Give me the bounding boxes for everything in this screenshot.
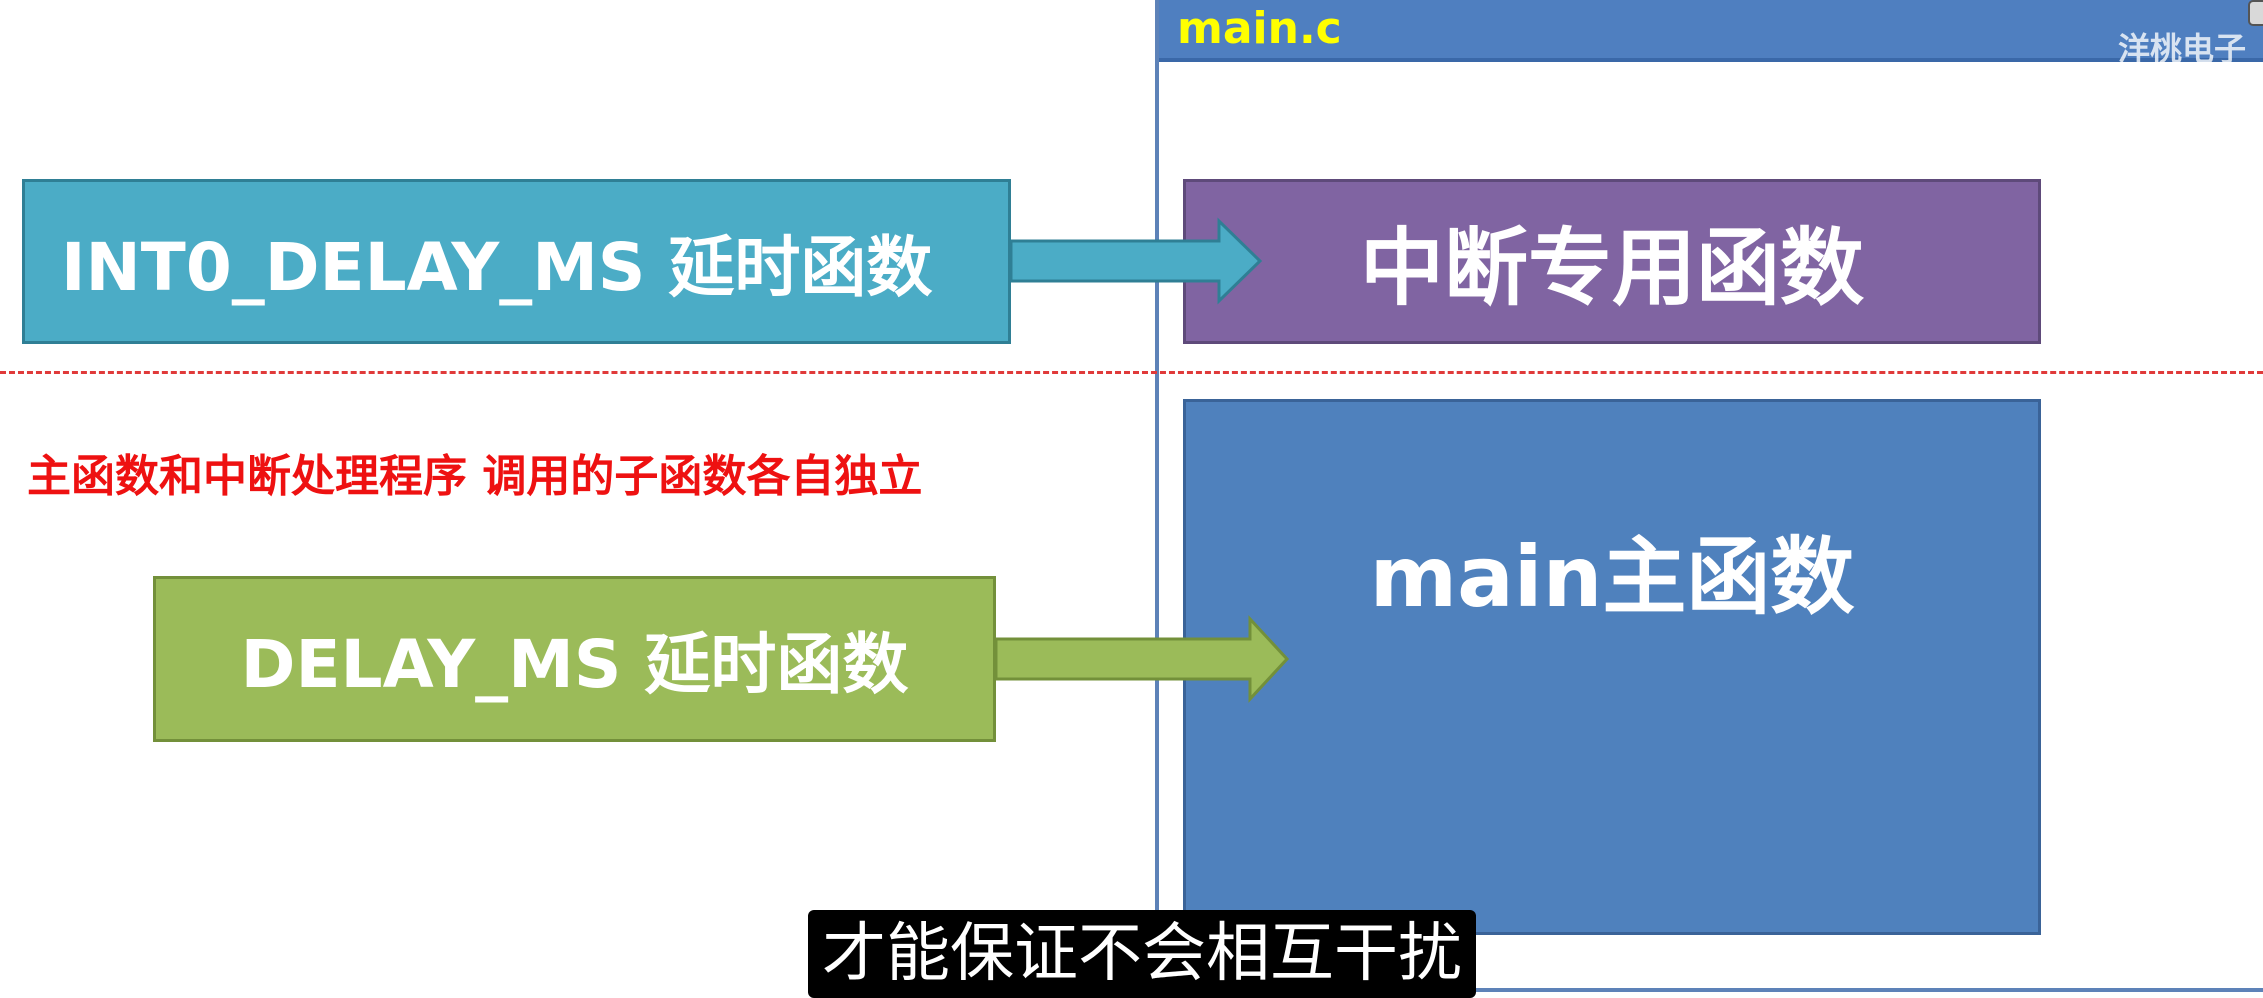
file-title: main.c [1177, 3, 1342, 54]
watermark-logo: 洋桃电子 [2118, 30, 2247, 68]
int0-delay-function-box: INT0_DELAY_MS 延时函数 [22, 179, 1011, 344]
video-subtitle: 才能保证不会相互干扰 [808, 910, 1476, 998]
file-header: main.c [1159, 0, 2263, 62]
int0-delay-function-label: INT0_DELAY_MS 延时函数 [61, 228, 933, 306]
interrupt-only-function-label: 中断专用函数 [1359, 219, 1864, 317]
independence-note: 主函数和中断处理程序 调用的子函数各自独立 [27, 451, 923, 502]
dashed-separator [0, 371, 2263, 374]
main-function-label: main主函数 [1369, 528, 1855, 626]
corner-button[interactable] [2248, 0, 2263, 26]
arrow-int0-to-interrupt [1009, 217, 1263, 305]
delay-function-box: DELAY_MS 延时函数 [153, 576, 996, 742]
arrow-delay-to-main [994, 615, 1290, 703]
delay-function-label: DELAY_MS 延时函数 [240, 626, 909, 703]
interrupt-only-function-box: 中断专用函数 [1183, 179, 2041, 344]
